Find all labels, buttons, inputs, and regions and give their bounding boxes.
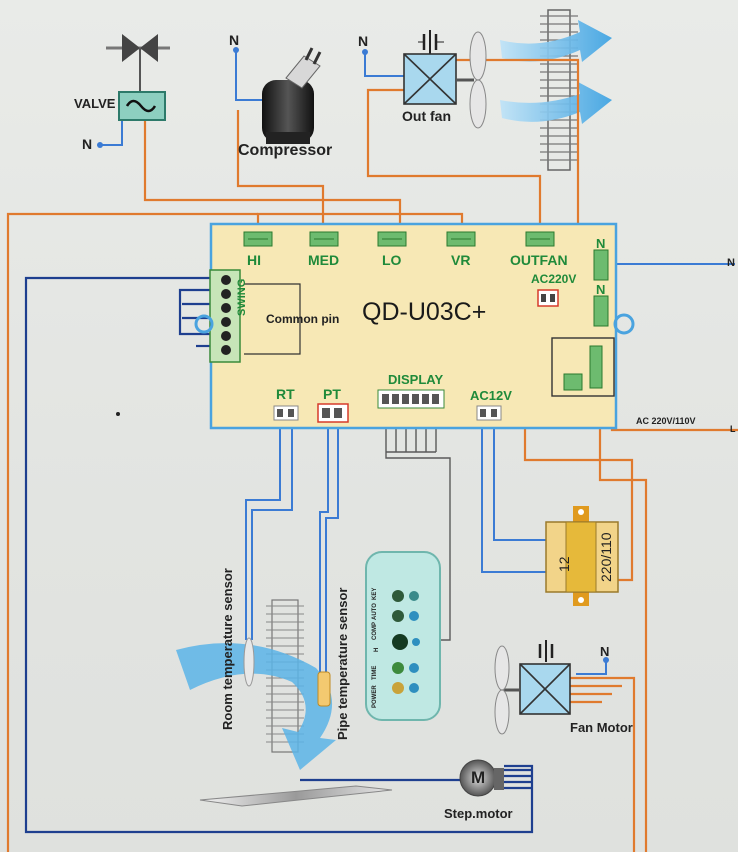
terminal-ac220v: AC220V: [531, 272, 577, 286]
rt-label: RT: [276, 386, 295, 402]
panel-auto-label: AUTO: [372, 603, 378, 620]
board-model: QD-U03C+: [362, 298, 487, 326]
airflow-arrow-bottom: [500, 82, 612, 124]
evaporator-coil: [266, 599, 304, 753]
panel-power-label: POWER: [372, 685, 378, 708]
common-pin-label: Common pin: [266, 312, 340, 326]
display-label: DISPLAY: [388, 372, 444, 387]
blue-wires: [100, 50, 735, 675]
display-panel: [365, 551, 441, 721]
indoor-airflow-arrow: [176, 643, 336, 770]
valve-n-label: N: [82, 136, 93, 152]
terminal-n-mid: N: [596, 282, 606, 297]
terminal-med: MED: [308, 252, 340, 268]
out-fan-n-label: N: [358, 33, 369, 49]
transformer: [545, 506, 619, 606]
navy-wires: [24, 276, 534, 834]
condenser-coil: [540, 9, 578, 171]
swing-label: SWING: [236, 278, 248, 316]
terminal-n-top: N: [596, 236, 606, 251]
room-sensor-probe: [243, 637, 255, 687]
control-board: [194, 222, 635, 430]
out-fan-label: Out fan: [402, 108, 451, 124]
fan-motor-n-label: N: [600, 644, 610, 659]
step-motor-label: Step.motor: [444, 806, 513, 821]
step-motor-symbol: [459, 759, 504, 797]
panel-h-label: H: [374, 647, 380, 652]
out-fan-symbol: [362, 30, 487, 129]
dot-mark: [116, 412, 120, 416]
compressor-symbol: [233, 47, 322, 144]
fan-motor-label: Fan Motor: [570, 720, 633, 735]
valve-label: VALVE: [74, 96, 116, 111]
panel-time-label: TIME: [372, 665, 378, 680]
terminal-lo: LO: [382, 252, 402, 268]
room-sensor-label: Room temperature sensor: [220, 568, 235, 730]
line-l-label: L: [730, 424, 736, 434]
valve-symbol: [97, 34, 170, 148]
compressor-n-label: N: [229, 32, 240, 48]
pt-label: PT: [323, 386, 341, 402]
compressor-label: Compressor: [238, 142, 333, 159]
panel-key-label: KEY: [372, 587, 378, 600]
motor-letter: M: [471, 768, 486, 787]
ac12v-label: AC12V: [470, 388, 512, 403]
fan-motor-symbol: [494, 640, 609, 735]
transformer-secondary-label: 12: [556, 556, 572, 572]
pipe-sensor-probe: [317, 671, 331, 707]
louver-blade: [199, 785, 393, 807]
airflow-arrow-top: [500, 20, 612, 62]
terminal-outfan: OUTFAN: [510, 252, 568, 268]
terminal-vr: VR: [451, 252, 471, 268]
pipe-sensor-label: Pipe temperature sensor: [335, 587, 350, 740]
transformer-primary-label: 220/110: [598, 532, 614, 582]
panel-comp-label: COMP: [372, 622, 378, 640]
line-n-label: N: [727, 257, 735, 269]
power-label: AC 220V/110V: [636, 416, 696, 426]
terminal-hi: HI: [247, 252, 261, 268]
